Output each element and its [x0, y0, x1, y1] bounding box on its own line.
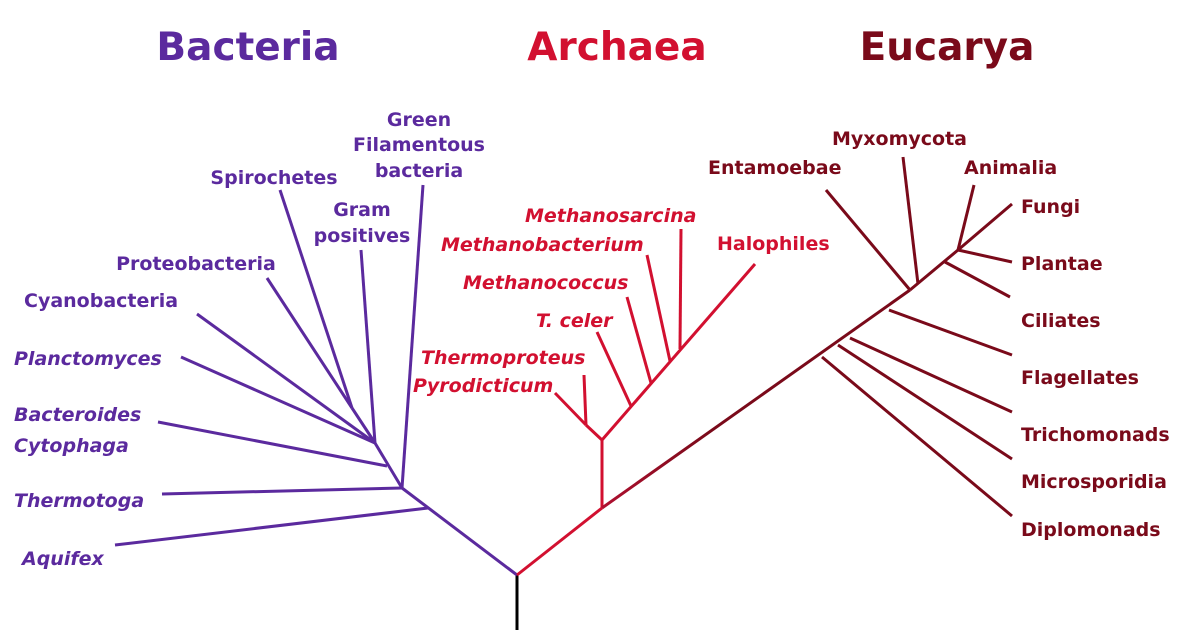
branch-proteobacteria	[265, 277, 354, 409]
label-planctomyces: Planctomyces	[14, 348, 162, 370]
label-spirochetes: Spirochetes	[210, 167, 337, 189]
branch-green-filamentous	[400, 184, 425, 489]
eucarya-trunk	[601, 288, 911, 510]
label-diplomonads: Diplomonads	[1021, 519, 1161, 541]
branch-pyrodicticum	[553, 391, 588, 427]
branch-diplomonads	[821, 355, 1013, 518]
label-green-filamentous-1: Green	[387, 109, 451, 131]
archaea-trunk-diagonal	[516, 506, 603, 577]
branch-node-upper	[373, 442, 404, 489]
label-proteobacteria: Proteobacteria	[116, 253, 276, 275]
label-methanosarcina: Methanosarcina	[525, 205, 696, 227]
label-animalia: Animalia	[964, 157, 1057, 179]
bacteria-trunk	[401, 486, 518, 577]
branch-cyanobacteria	[196, 312, 376, 445]
label-cyanobacteria: Cyanobacteria	[24, 290, 178, 312]
label-gram-positives-1: Gram	[333, 199, 391, 221]
eucarya-branches	[601, 156, 1013, 518]
label-plantae: Plantae	[1021, 253, 1103, 275]
branch-fungi	[957, 202, 1013, 252]
domain-title-eucarya: Eucarya	[860, 25, 1035, 70]
branch-bacteroides	[157, 420, 388, 468]
label-pyrodicticum: Pyrodicticum	[413, 375, 553, 397]
branch-microsporidia	[837, 343, 1013, 461]
branch-myxomycota	[901, 156, 920, 285]
domain-title-bacteria: Bacteria	[156, 25, 339, 70]
branch-entamoebae	[824, 189, 912, 291]
label-green-filamentous-3: bacteria	[375, 160, 463, 182]
label-methanococcus: Methanococcus	[463, 272, 628, 294]
branch-spirochetes	[278, 189, 354, 409]
branch-thermotoga	[161, 486, 403, 496]
label-halophiles: Halophiles	[717, 233, 830, 255]
branch-gram-positives	[359, 249, 377, 444]
label-thermotoga: Thermotoga	[14, 490, 144, 512]
label-bacteroides: Bacteroides	[14, 404, 141, 426]
branch-planctomyces	[180, 355, 376, 445]
archaea-branches	[516, 228, 757, 577]
branch-t-celer	[595, 331, 633, 407]
label-methanobacterium: Methanobacterium	[441, 234, 644, 256]
label-myxomycota: Myxomycota	[832, 128, 967, 150]
label-aquifex: Aquifex	[20, 548, 104, 570]
archaea-node-left	[584, 423, 604, 442]
label-ciliates: Ciliates	[1021, 310, 1101, 332]
branch-aquifex	[114, 506, 429, 547]
label-t-celer: T. celer	[536, 310, 614, 332]
label-gram-positives-2: positives	[314, 225, 411, 247]
branch-animalia	[956, 184, 976, 251]
branch-methanobacterium	[645, 254, 672, 362]
label-trichomonads: Trichomonads	[1021, 424, 1170, 446]
branch-ciliates	[944, 260, 1011, 299]
archaea-main	[600, 263, 757, 441]
branch-node-inner	[350, 407, 377, 444]
branch-thermoproteus	[582, 374, 588, 426]
branch-methanosarcina	[678, 228, 683, 350]
label-flagellates: Flagellates	[1021, 367, 1139, 389]
branch-flagellates	[888, 308, 1013, 357]
bacteria-branches	[114, 184, 518, 577]
label-cytophaga: Cytophaga	[14, 435, 129, 457]
branch-methanococcus	[625, 296, 653, 384]
label-entamoebae: Entamoebae	[708, 157, 841, 179]
branch-plantae	[957, 248, 1013, 264]
label-fungi: Fungi	[1021, 196, 1080, 218]
label-microsporidia: Microsporidia	[1021, 471, 1167, 493]
branch-trichomonads	[849, 336, 1013, 414]
label-green-filamentous-2: Filamentous	[353, 134, 485, 156]
label-thermoproteus: Thermoproteus	[421, 347, 585, 369]
domain-title-archaea: Archaea	[527, 25, 706, 70]
